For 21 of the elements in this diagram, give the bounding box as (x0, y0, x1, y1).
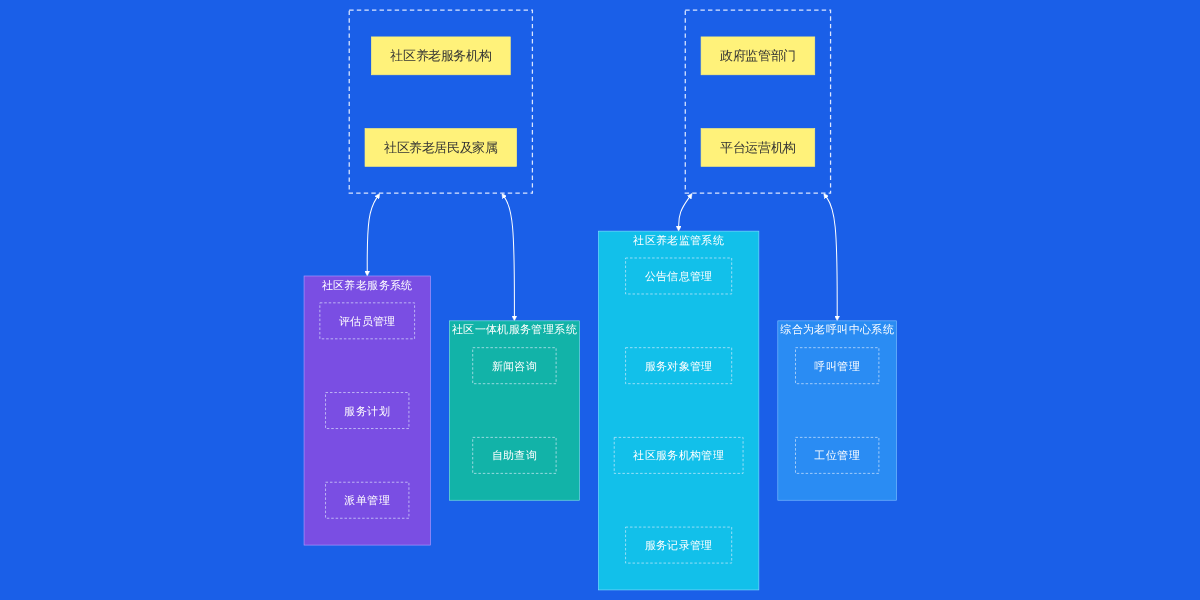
node-box: 服务对象管理 (624, 347, 732, 384)
node-box: 社区养老服务机构 (370, 36, 511, 76)
arrow (675, 193, 692, 232)
node-box: 平台运营机构 (700, 128, 815, 167)
node-box: 派单管理 (324, 481, 409, 519)
node-box: 服务计划 (324, 392, 409, 429)
arrow (501, 193, 517, 322)
node-box: 评估员管理 (319, 302, 415, 340)
node-box: 服务记录管理 (624, 526, 732, 564)
node-box: 社区养老居民及家属 (364, 128, 517, 167)
node-box: 呼叫管理 (794, 347, 879, 384)
arrow (823, 193, 840, 322)
node-box: 新闻咨询 (472, 347, 557, 384)
cluster (684, 9, 831, 194)
node-box: 公告信息管理 (624, 257, 732, 295)
node-box: 政府监管部门 (700, 36, 815, 76)
cluster (348, 9, 533, 194)
node-box: 自助查询 (472, 437, 557, 474)
node-box: 工位管理 (794, 437, 879, 474)
arrow (364, 193, 380, 277)
node-box: 社区服务机构管理 (613, 437, 744, 474)
